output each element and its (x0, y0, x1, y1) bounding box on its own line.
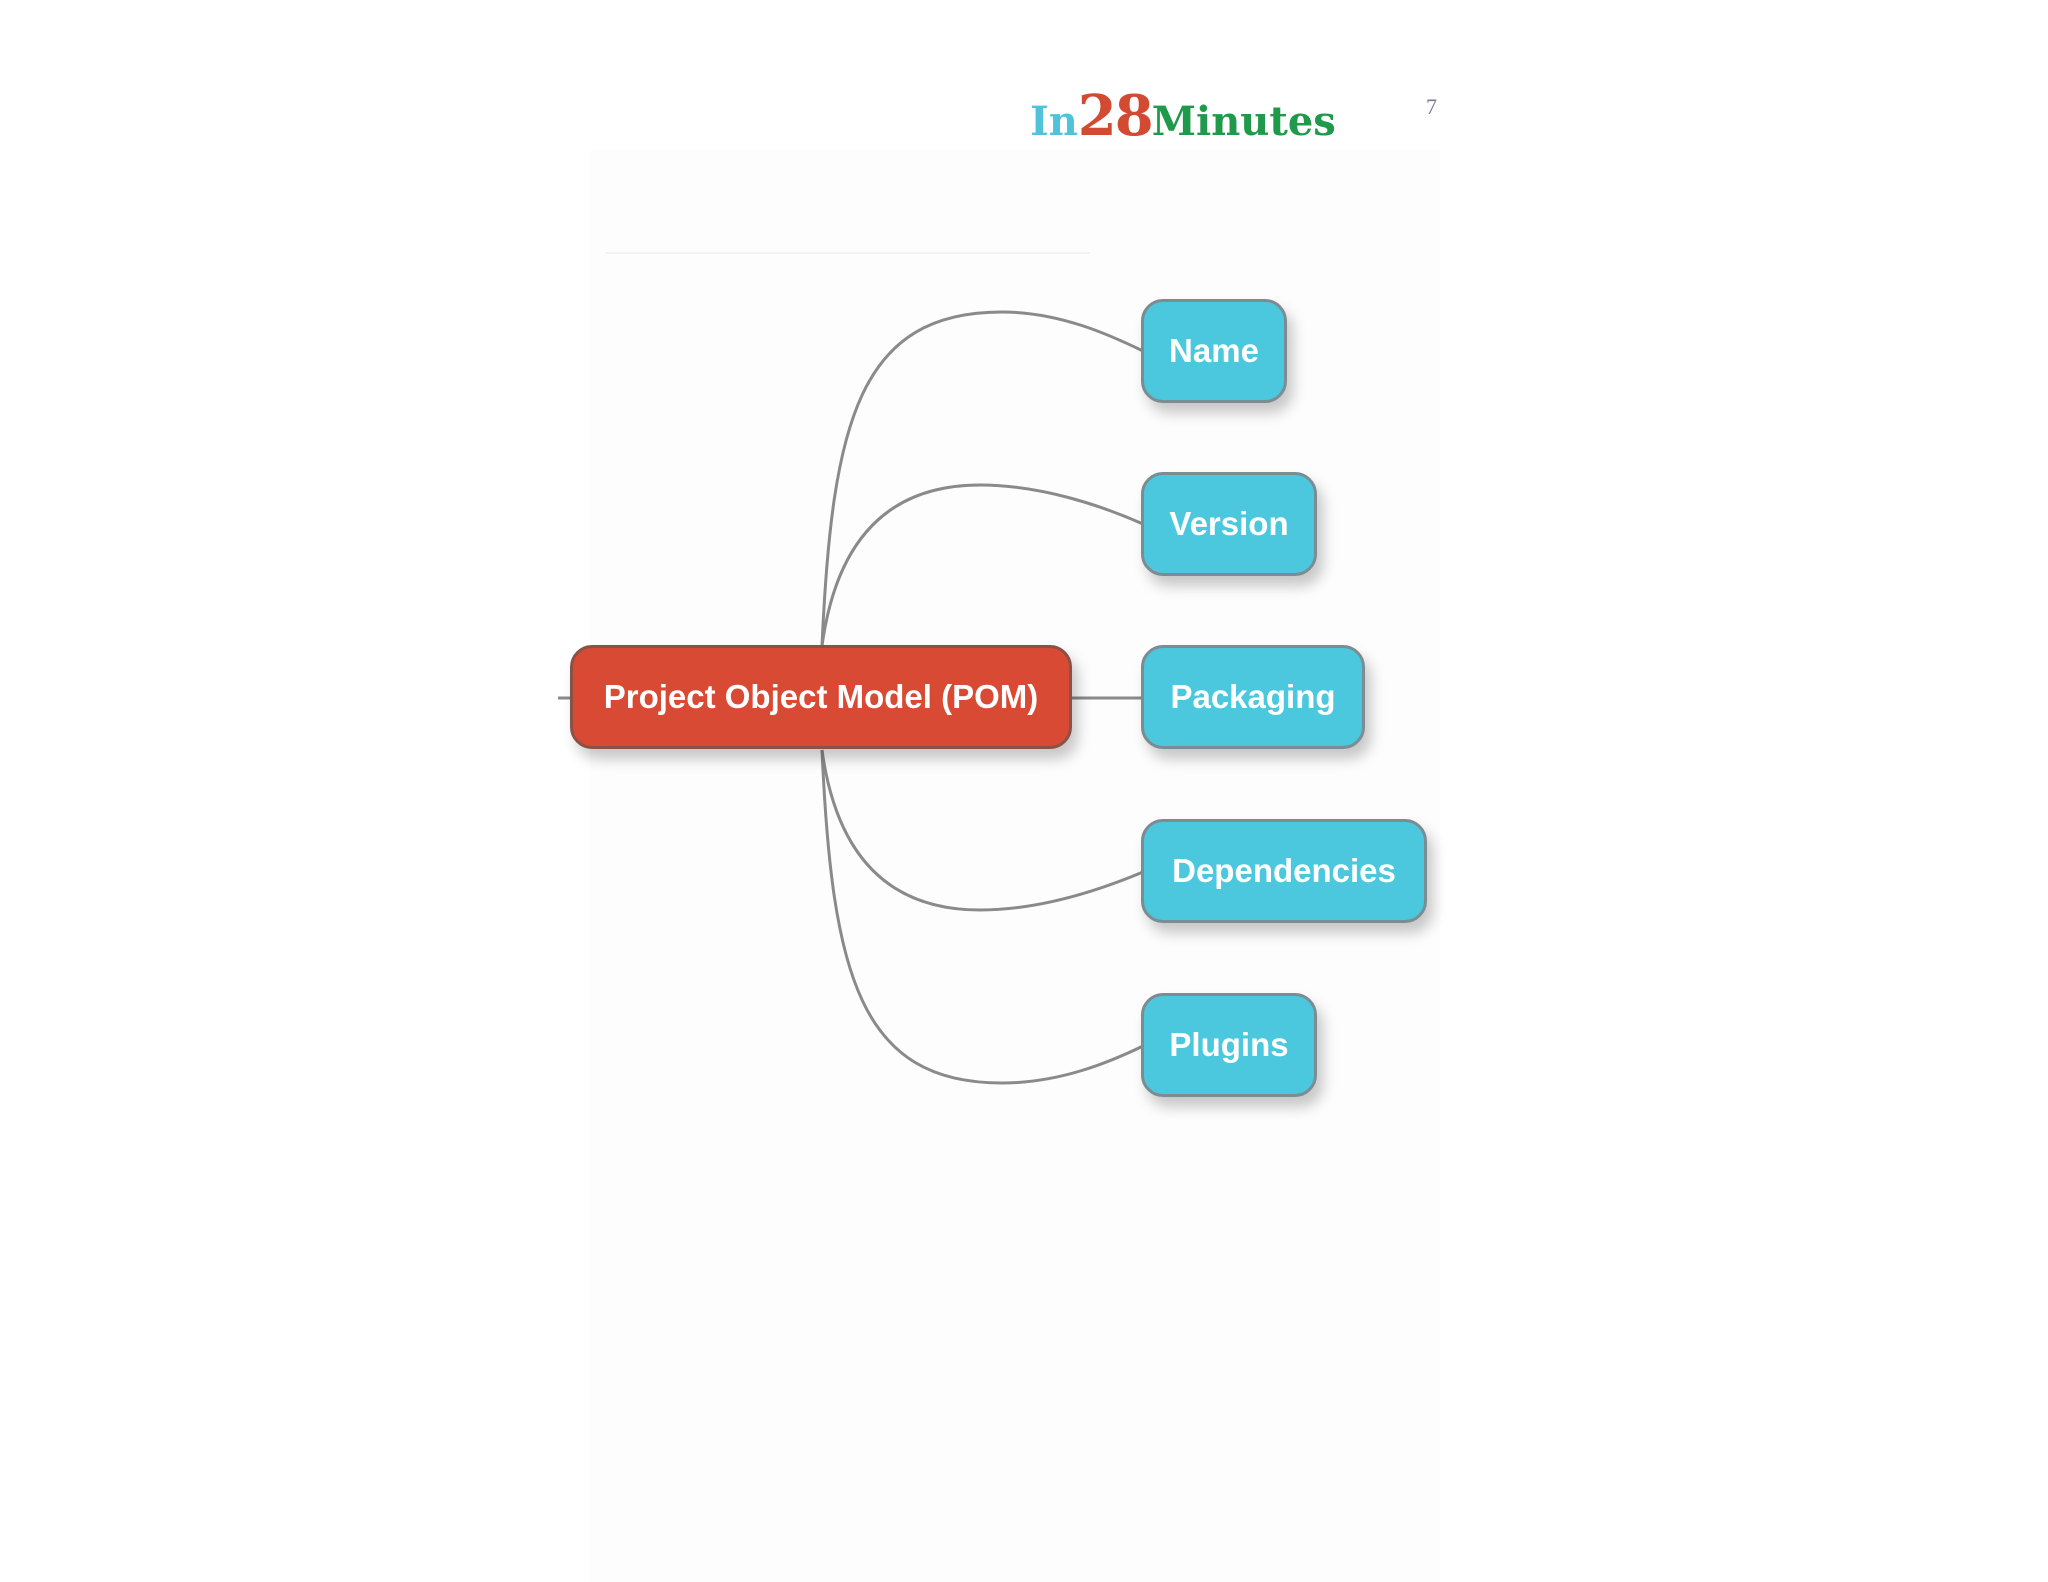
node-dependencies: Dependencies (1141, 819, 1427, 923)
node-version: Version (1141, 472, 1317, 576)
connector-dependencies (820, 749, 1144, 912)
in28minutes-logo: In28Minutes (1030, 86, 1336, 146)
connector-name (820, 310, 1144, 647)
root-node-pom: Project Object Model (POM) (570, 645, 1072, 749)
node-plugins: Plugins (1141, 993, 1317, 1097)
node-packaging: Packaging (1141, 645, 1365, 749)
logo-28: 28 (1077, 83, 1154, 149)
node-name: Name (1141, 299, 1287, 403)
logo-in: In (1030, 98, 1078, 145)
divider (605, 252, 1090, 254)
logo-minutes: Minutes (1151, 98, 1336, 145)
connector-version (820, 483, 1144, 647)
connector-plugins (820, 749, 1144, 1085)
page-number: 7 (1426, 94, 1437, 119)
